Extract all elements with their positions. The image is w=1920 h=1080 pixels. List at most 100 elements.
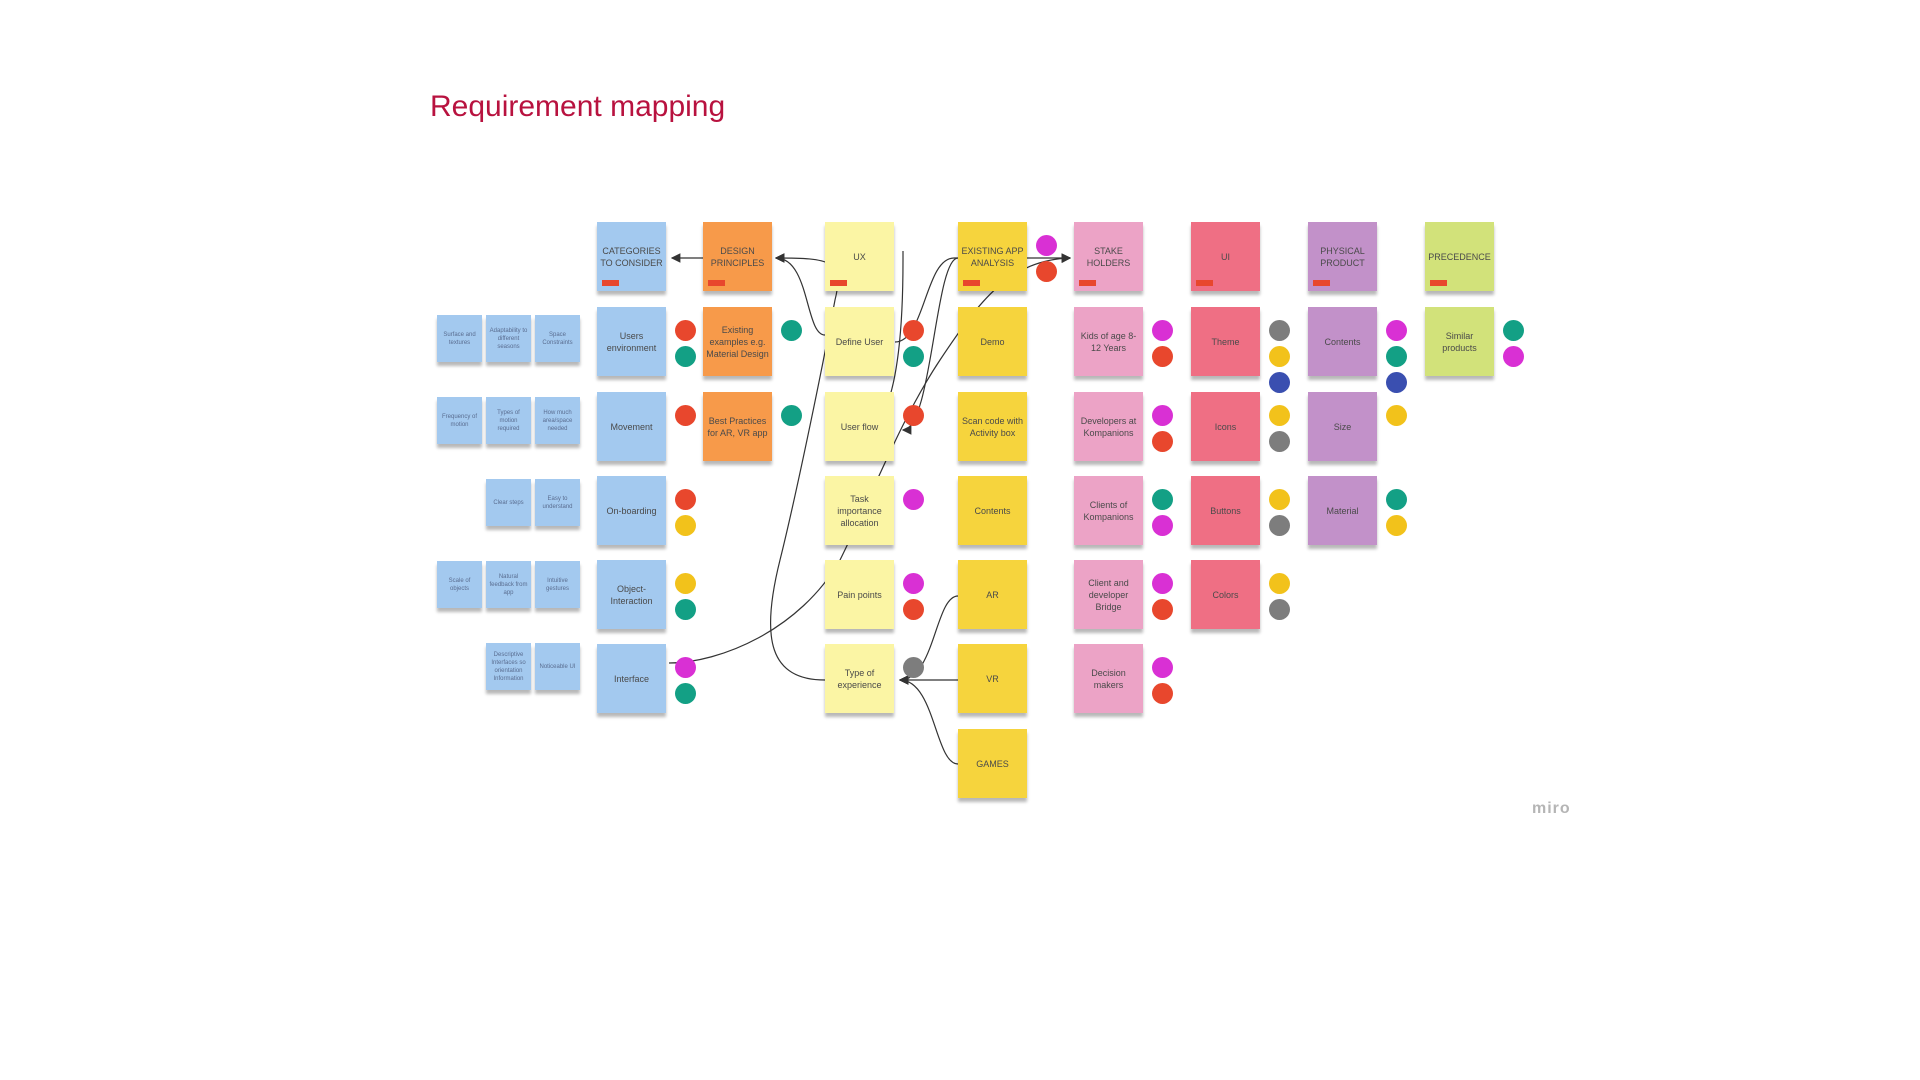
vote-dot[interactable] [675, 683, 696, 704]
small-note[interactable]: Noticeable UI [535, 643, 580, 690]
sticky-note-existing-3[interactable]: Contents [958, 476, 1027, 545]
sticky-note-physical-0[interactable]: PHYSICAL PRODUCT [1308, 222, 1377, 291]
vote-dot[interactable] [1152, 573, 1173, 594]
small-note[interactable]: Scale of objects [437, 561, 482, 608]
vote-dot[interactable] [1386, 372, 1407, 393]
small-note[interactable]: How much area/space needed [535, 397, 580, 444]
vote-dot[interactable] [1152, 489, 1173, 510]
vote-dot[interactable] [781, 320, 802, 341]
sticky-note-categories-4[interactable]: Object-Interaction [597, 560, 666, 629]
sticky-note-design-0[interactable]: DESIGN PRINCIPLES [703, 222, 772, 291]
vote-dot[interactable] [1386, 346, 1407, 367]
small-note[interactable]: Easy to understand [535, 479, 580, 526]
small-note[interactable]: Space Constraints [535, 315, 580, 362]
small-note[interactable]: Frequency of motion [437, 397, 482, 444]
vote-dot[interactable] [1036, 261, 1057, 282]
sticky-note-ux-0[interactable]: UX [825, 222, 894, 291]
vote-dot[interactable] [675, 599, 696, 620]
small-note[interactable]: Descriptive Interfaces so orientation In… [486, 643, 531, 690]
sticky-note-categories-1[interactable]: Users environment [597, 307, 666, 376]
sticky-note-ui-4[interactable]: Colors [1191, 560, 1260, 629]
sticky-note-ui-3[interactable]: Buttons [1191, 476, 1260, 545]
small-note[interactable]: Adaptability to different seasons [486, 315, 531, 362]
vote-dot[interactable] [675, 657, 696, 678]
vote-dot[interactable] [1269, 489, 1290, 510]
vote-dot[interactable] [903, 405, 924, 426]
sticky-note-categories-5[interactable]: Interface [597, 644, 666, 713]
sticky-note-existing-4[interactable]: AR [958, 560, 1027, 629]
vote-dot[interactable] [781, 405, 802, 426]
vote-dot[interactable] [1269, 372, 1290, 393]
small-note[interactable]: Natural feedback from app [486, 561, 531, 608]
vote-dot[interactable] [1269, 431, 1290, 452]
sticky-note-precedence-1[interactable]: Similar products [1425, 307, 1494, 376]
vote-dot[interactable] [1152, 657, 1173, 678]
vote-dot[interactable] [675, 489, 696, 510]
sticky-note-categories-0[interactable]: CATEGORIES TO CONSIDER [597, 222, 666, 291]
vote-dot[interactable] [1152, 405, 1173, 426]
small-note[interactable]: Types of motion required [486, 397, 531, 444]
sticky-note-ui-0[interactable]: UI [1191, 222, 1260, 291]
vote-dot[interactable] [1503, 346, 1524, 367]
sticky-note-design-1[interactable]: Existing examples e.g. Material Design [703, 307, 772, 376]
small-note[interactable]: Surface and textures [437, 315, 482, 362]
vote-dot[interactable] [1503, 320, 1524, 341]
sticky-note-existing-0[interactable]: EXISTING APP ANALYSIS [958, 222, 1027, 291]
sticky-note-physical-3[interactable]: Material [1308, 476, 1377, 545]
vote-dot[interactable] [1269, 405, 1290, 426]
sticky-note-existing-5[interactable]: VR [958, 644, 1027, 713]
sticky-note-stakeholders-1[interactable]: Kids of age 8-12 Years [1074, 307, 1143, 376]
vote-dot[interactable] [675, 405, 696, 426]
sticky-note-ux-4[interactable]: Pain points [825, 560, 894, 629]
vote-dot[interactable] [1152, 683, 1173, 704]
sticky-note-categories-2[interactable]: Movement [597, 392, 666, 461]
vote-dot[interactable] [675, 346, 696, 367]
vote-dot[interactable] [1386, 515, 1407, 536]
vote-dot[interactable] [675, 320, 696, 341]
sticky-note-stakeholders-3[interactable]: Clients of Kompanions [1074, 476, 1143, 545]
vote-dot[interactable] [1036, 235, 1057, 256]
vote-dot[interactable] [903, 599, 924, 620]
vote-dot[interactable] [1269, 599, 1290, 620]
vote-dot[interactable] [1152, 431, 1173, 452]
sticky-note-existing-2[interactable]: Scan code with Activity box [958, 392, 1027, 461]
sticky-note-physical-1[interactable]: Contents [1308, 307, 1377, 376]
sticky-note-physical-2[interactable]: Size [1308, 392, 1377, 461]
vote-dot[interactable] [1152, 515, 1173, 536]
sticky-note-stakeholders-4[interactable]: Client and developer Bridge [1074, 560, 1143, 629]
vote-dot[interactable] [903, 657, 924, 678]
small-note[interactable]: Clear steps [486, 479, 531, 526]
sticky-note-ux-2[interactable]: User flow [825, 392, 894, 461]
vote-dot[interactable] [903, 489, 924, 510]
sticky-note-categories-3[interactable]: On-boarding [597, 476, 666, 545]
vote-dot[interactable] [903, 573, 924, 594]
vote-dot[interactable] [1269, 320, 1290, 341]
vote-dot[interactable] [1152, 320, 1173, 341]
vote-dot[interactable] [675, 573, 696, 594]
sticky-note-stakeholders-0[interactable]: STAKE HOLDERS [1074, 222, 1143, 291]
vote-dot[interactable] [1152, 599, 1173, 620]
sticky-note-design-2[interactable]: Best Practices for AR, VR app [703, 392, 772, 461]
sticky-note-existing-1[interactable]: Demo [958, 307, 1027, 376]
sticky-note-existing-6[interactable]: GAMES [958, 729, 1027, 798]
sticky-note-stakeholders-5[interactable]: Decision makers [1074, 644, 1143, 713]
sticky-note-ux-1[interactable]: Define User [825, 307, 894, 376]
vote-dot[interactable] [1152, 346, 1173, 367]
sticky-note-ux-5[interactable]: Type of experience [825, 644, 894, 713]
sticky-note-ui-1[interactable]: Theme [1191, 307, 1260, 376]
vote-dot[interactable] [1269, 346, 1290, 367]
vote-dot[interactable] [1386, 320, 1407, 341]
vote-dot[interactable] [903, 320, 924, 341]
vote-dot[interactable] [1269, 515, 1290, 536]
sticky-note-stakeholders-2[interactable]: Developers at Kompanions [1074, 392, 1143, 461]
sticky-note-precedence-0[interactable]: PRECEDENCE [1425, 222, 1494, 291]
small-note[interactable]: Intuitive gestures [535, 561, 580, 608]
vote-dot[interactable] [1269, 573, 1290, 594]
vote-dot[interactable] [903, 346, 924, 367]
vote-dot[interactable] [1386, 489, 1407, 510]
sticky-note-ui-2[interactable]: Icons [1191, 392, 1260, 461]
vote-dot[interactable] [1386, 405, 1407, 426]
sticky-note-ux-3[interactable]: Task importance allocation [825, 476, 894, 545]
vote-dot[interactable] [675, 515, 696, 536]
